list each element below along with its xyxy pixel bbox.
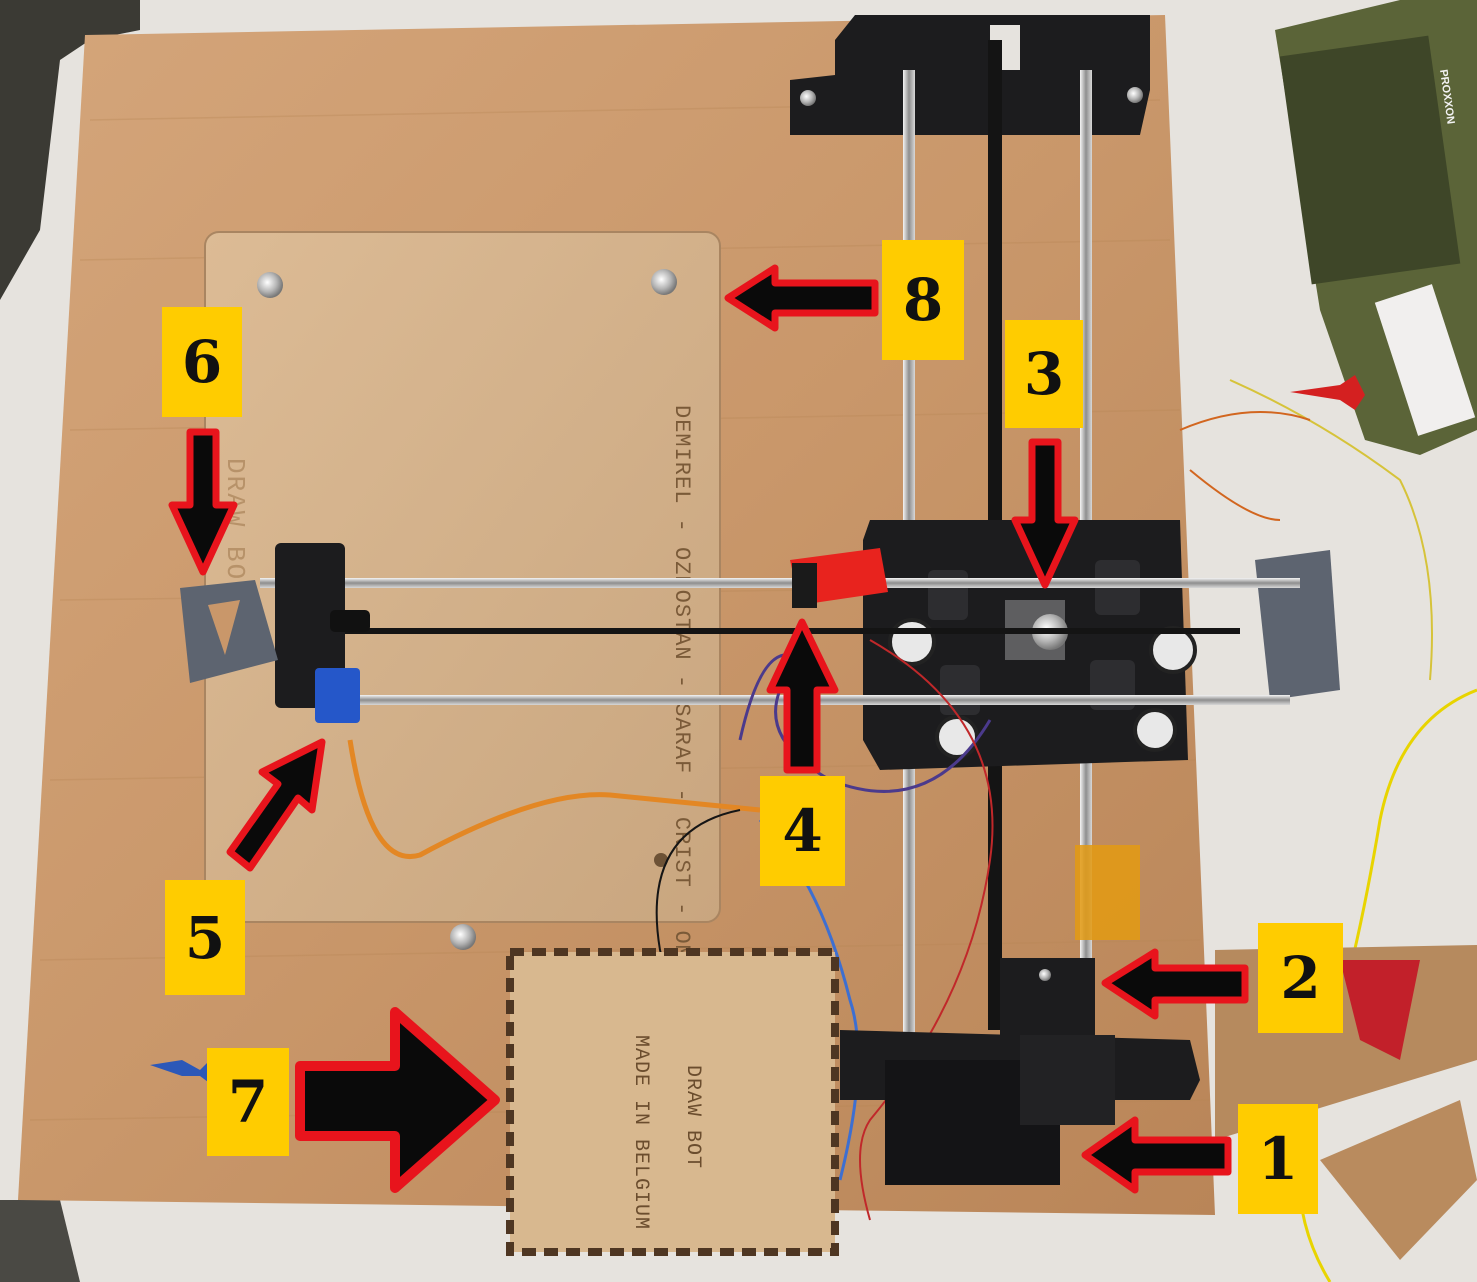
wire-orange bbox=[1179, 411, 1311, 521]
arrow-right-icon bbox=[295, 1007, 500, 1193]
dark-corner bbox=[0, 0, 140, 300]
box-engraving-line2: MADE IN BELGIUM bbox=[629, 1035, 652, 1230]
pen-holder-cutout bbox=[208, 600, 240, 655]
proxxon-label-area bbox=[1279, 35, 1461, 285]
tray-sticker bbox=[1374, 284, 1476, 436]
callout-label-4: 4 bbox=[760, 776, 845, 886]
servo-wire bbox=[347, 739, 761, 859]
plate-screw bbox=[257, 272, 283, 298]
idler-wheel bbox=[1133, 708, 1177, 752]
callout-label-7: 7 bbox=[207, 1048, 289, 1156]
arrow-left-icon bbox=[1081, 1116, 1232, 1194]
plate-hole bbox=[654, 853, 668, 867]
callout-label-5: 5 bbox=[165, 880, 245, 995]
dark-corner-bottom bbox=[0, 1200, 80, 1282]
frame-screw bbox=[1127, 87, 1143, 103]
callout-label-2: 2 bbox=[1258, 923, 1343, 1033]
arrow-up-icon bbox=[766, 618, 839, 774]
plate-screw bbox=[651, 269, 677, 295]
callout-label-8: 8 bbox=[882, 240, 964, 360]
x-belt bbox=[340, 628, 1240, 634]
wire-yellow-2 bbox=[1229, 379, 1433, 681]
arrow-up-right-icon bbox=[226, 738, 326, 872]
servo-horn bbox=[330, 610, 370, 632]
kapton-tape bbox=[1075, 845, 1140, 940]
x-end-block bbox=[1255, 550, 1340, 700]
callout-label-6: 6 bbox=[162, 307, 242, 417]
plate-screw bbox=[450, 924, 476, 950]
cardboard-piece bbox=[1320, 1100, 1477, 1260]
red-clip bbox=[1340, 960, 1420, 1060]
arrow-down-icon bbox=[168, 428, 238, 576]
servo-motor bbox=[315, 668, 360, 723]
screwdriver-red bbox=[1290, 375, 1365, 410]
limit-connector bbox=[792, 563, 817, 608]
carriage-window bbox=[940, 665, 980, 715]
carriage-window bbox=[928, 570, 968, 620]
arrow-down-icon bbox=[1011, 438, 1079, 589]
frame-screw bbox=[800, 90, 816, 106]
motor-coupler bbox=[1020, 1035, 1115, 1125]
arrow-left-icon bbox=[1101, 948, 1249, 1020]
wire-red bbox=[859, 639, 994, 1221]
x-rod-top bbox=[260, 578, 1300, 588]
callout-label-1: 1 bbox=[1238, 1104, 1318, 1214]
mdf-drawing-plate bbox=[204, 231, 721, 923]
electronics-box bbox=[506, 948, 839, 1256]
box-engraving-line1: DRAW BOT bbox=[681, 1065, 704, 1169]
motor-screw bbox=[1039, 969, 1051, 981]
arrow-left-icon bbox=[724, 264, 879, 332]
top-frame-bracket bbox=[790, 15, 1150, 135]
pen-carriage bbox=[275, 543, 345, 708]
callout-label-3: 3 bbox=[1005, 320, 1083, 428]
idler-wheel bbox=[1149, 626, 1197, 674]
